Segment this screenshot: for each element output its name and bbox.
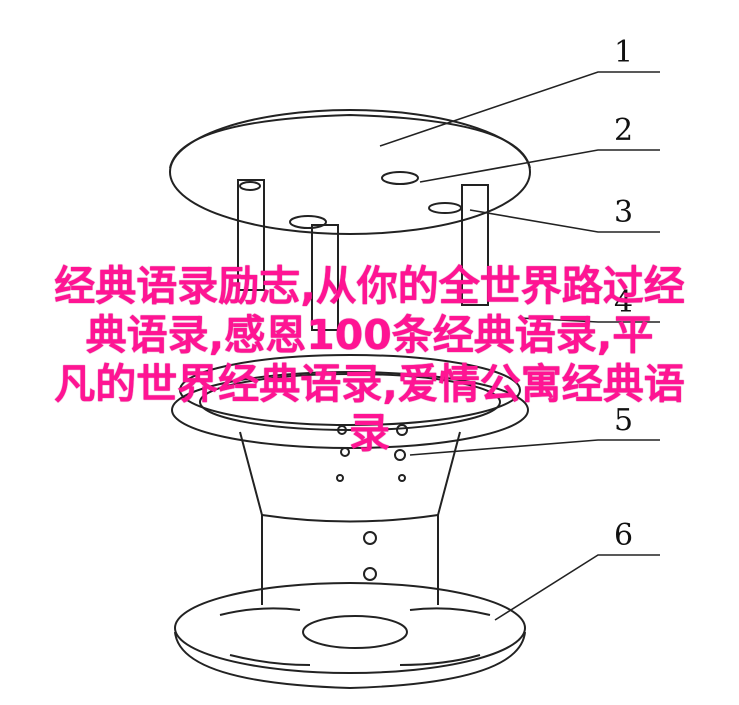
callout-2: 2: [614, 113, 633, 148]
overlay-line-4: 录: [349, 409, 390, 457]
base-plate: [174, 582, 526, 690]
louver-plates: [171, 354, 529, 449]
callout-numbers: 1 2 3 4 5 6: [614, 35, 633, 553]
callout-1: 1: [614, 35, 633, 70]
sensor-body: [239, 424, 461, 605]
overlay-line-2: 典语录,感恩100条经典语录,平: [85, 311, 654, 359]
callout-6: 6: [614, 518, 633, 553]
support-rods: [237, 179, 489, 331]
overlay-line-3: 凡的世界经典语录,爱情公寓经典语: [54, 360, 685, 408]
overlay-line-1: 经典语录励志,从你的全世界路过经: [54, 262, 685, 310]
callout-3: 3: [614, 195, 633, 230]
overlay-caption: 经典语录励志,从你的全世界路过经 典语录,感恩100条经典语录,平 凡的世界经典…: [0, 262, 739, 458]
callout-5: 5: [614, 403, 633, 438]
callout-4: 4: [614, 285, 633, 320]
leader-lines: [379, 71, 660, 621]
